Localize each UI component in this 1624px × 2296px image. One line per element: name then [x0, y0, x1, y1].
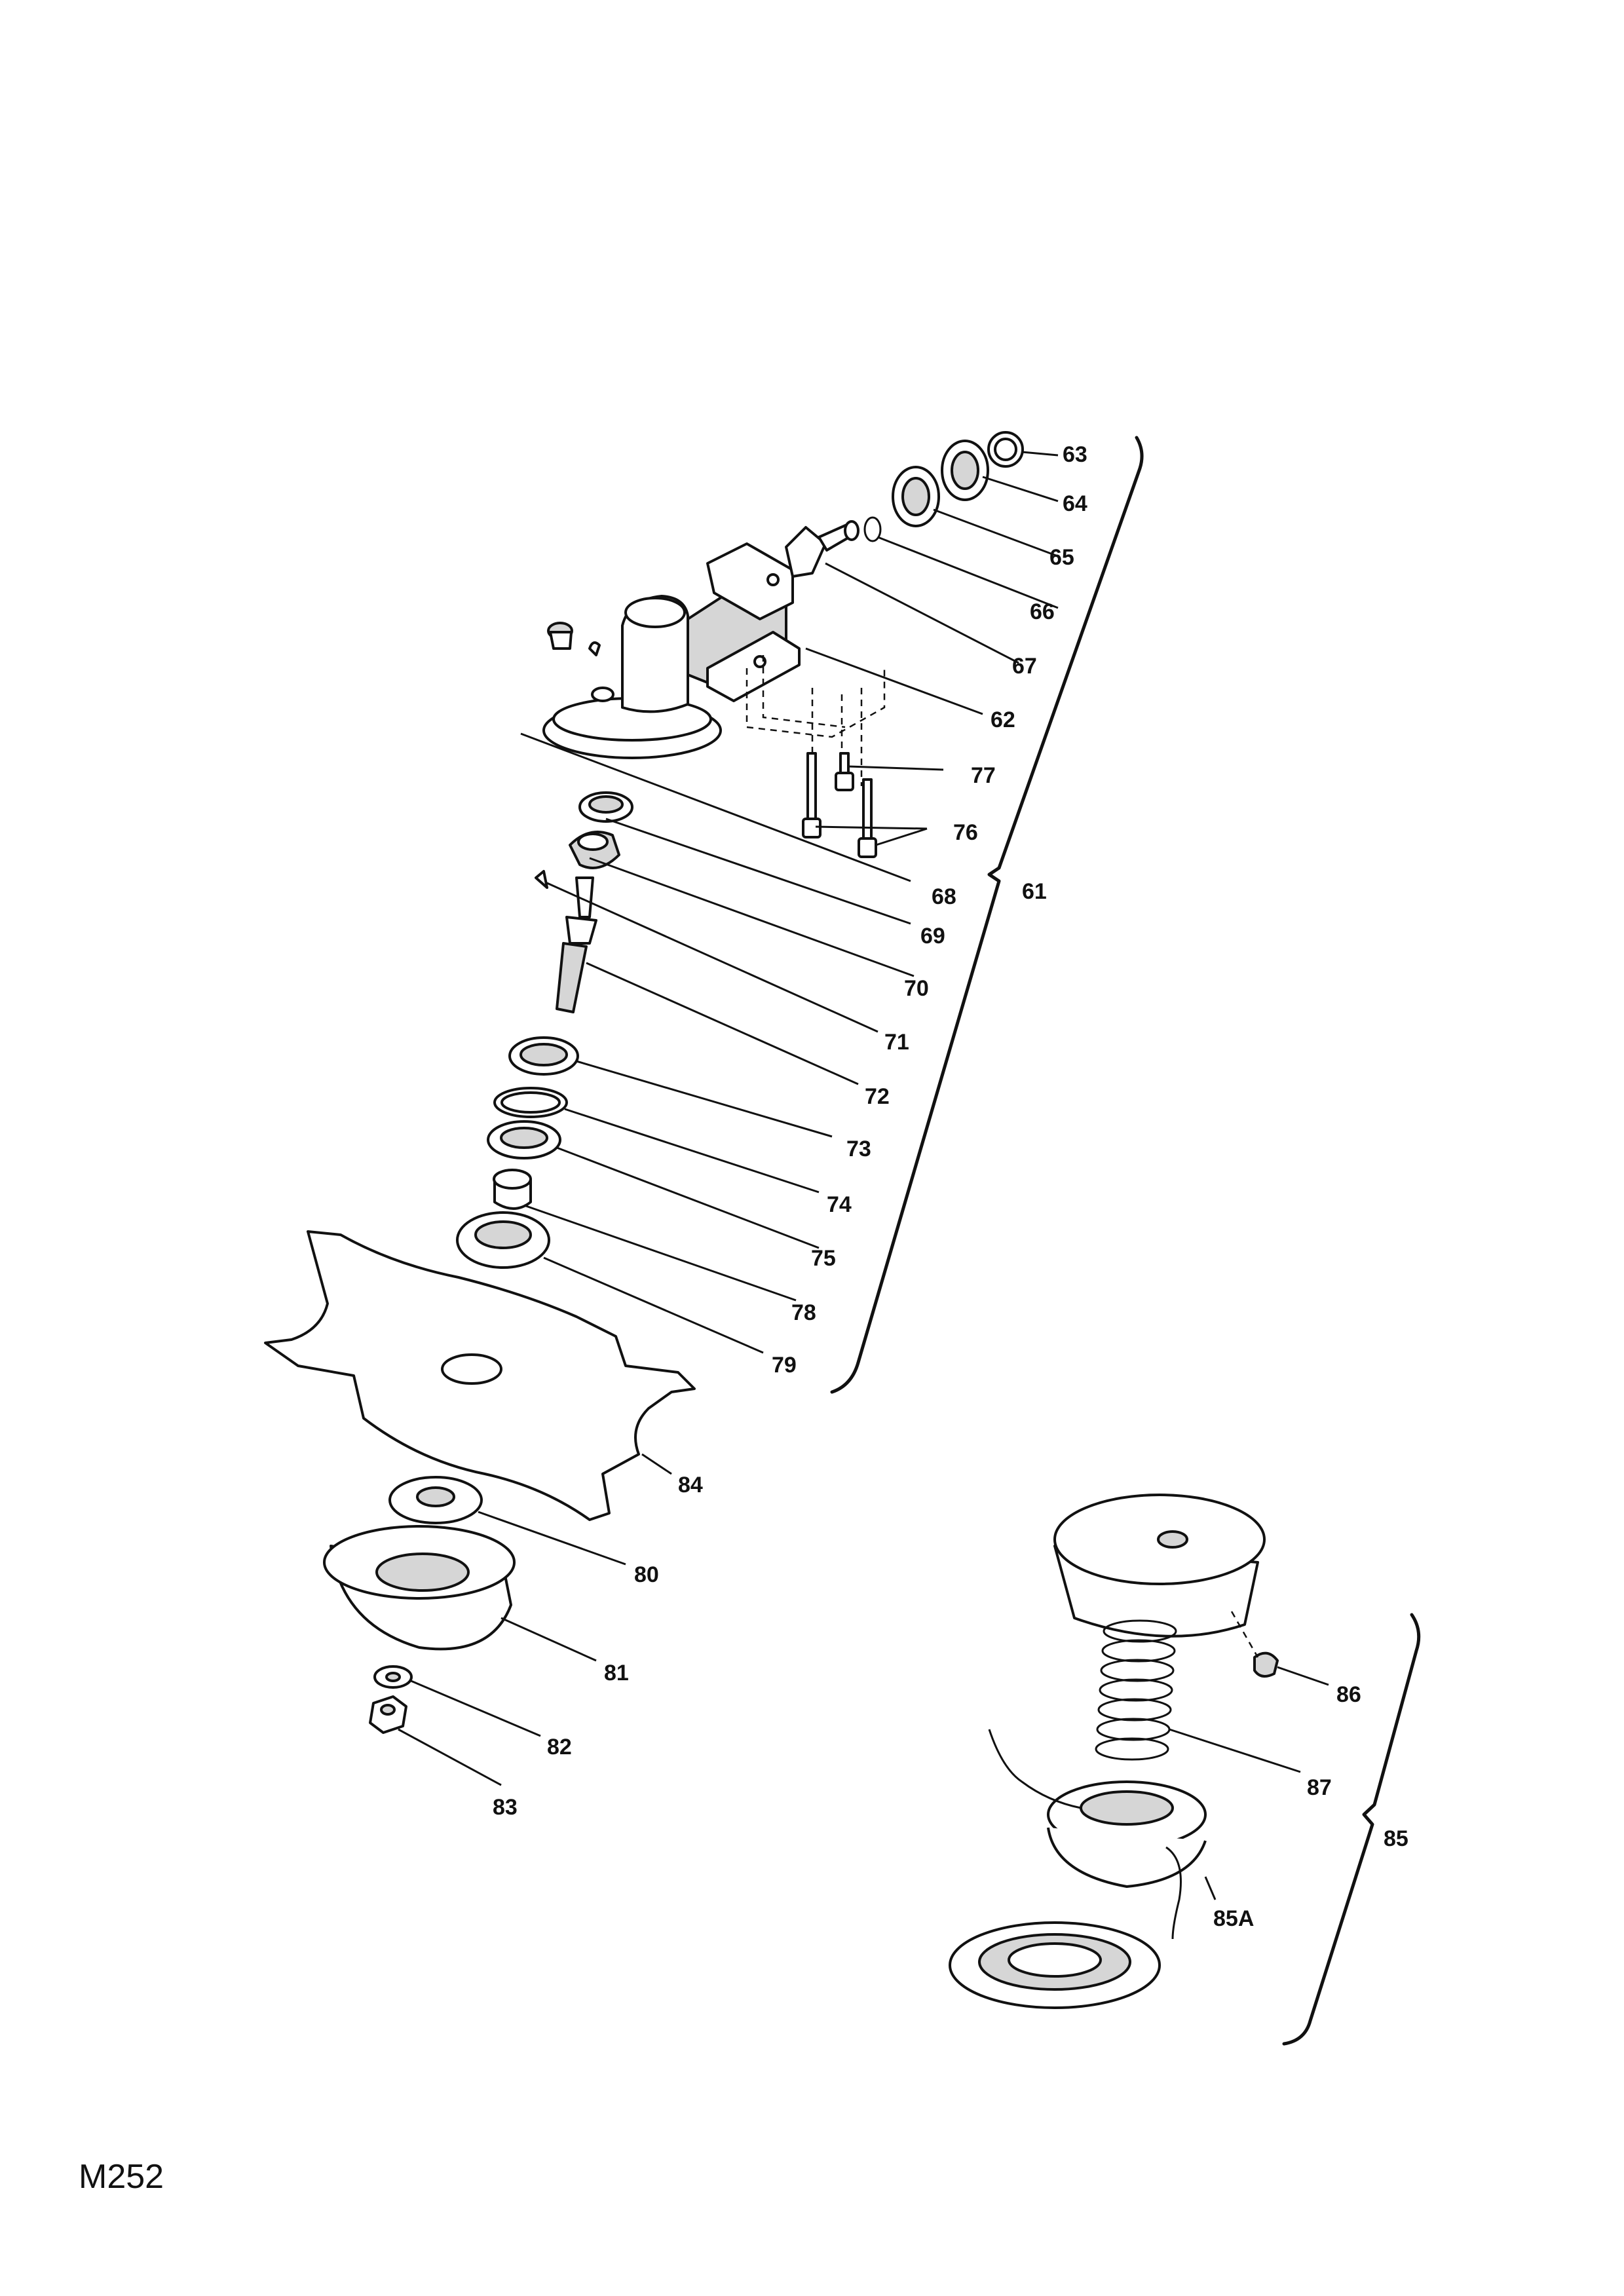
label-87: 87 [1307, 1775, 1332, 1800]
part-85A-spool [988, 1729, 1207, 1940]
label-63: 63 [1063, 442, 1087, 467]
label-84: 84 [678, 1473, 703, 1497]
label-76: 76 [953, 820, 978, 845]
part-73-seal [508, 1036, 579, 1076]
label-80: 80 [634, 1562, 659, 1587]
part-87-spring [1095, 1619, 1177, 1761]
part-81-cup [323, 1525, 516, 1651]
part-85-cover [1053, 1494, 1266, 1638]
part-78-bushing [493, 1169, 532, 1210]
bracket-61 [830, 436, 1144, 1394]
part-70-72-shaft [535, 870, 597, 1013]
leader-lines [398, 451, 1329, 1900]
label-81: 81 [604, 1661, 629, 1685]
label-66: 66 [1030, 599, 1055, 624]
part-83-nut [369, 1695, 407, 1734]
label-77: 77 [971, 763, 996, 788]
label-62: 62 [991, 707, 1015, 732]
part-64-bearing [941, 440, 989, 501]
part-82-washer [373, 1665, 413, 1689]
label-68: 68 [932, 884, 956, 909]
label-69: 69 [920, 924, 945, 949]
blade-hole [441, 1353, 502, 1385]
part-86-button [1253, 1651, 1279, 1678]
label-74: 74 [827, 1192, 852, 1217]
part-75-bearing [487, 1120, 561, 1159]
part-85-base [949, 1921, 1161, 2009]
part-65-bearing [892, 466, 940, 527]
label-65: 65 [1049, 545, 1074, 570]
label-86: 86 [1336, 1682, 1361, 1707]
part-80-flange [388, 1476, 483, 1524]
part-63-ring [987, 431, 1024, 468]
label-82: 82 [547, 1735, 572, 1760]
part-77-76-screws [802, 752, 877, 858]
label-67: 67 [1012, 654, 1037, 679]
label-70: 70 [904, 976, 929, 1001]
part-67-pinion [785, 520, 859, 578]
label-64: 64 [1063, 491, 1087, 516]
part-79-bearing [456, 1211, 550, 1269]
label-75: 75 [811, 1246, 836, 1271]
label-73: 73 [846, 1137, 871, 1161]
plug-screw [547, 622, 573, 650]
label-79: 79 [772, 1353, 797, 1378]
label-85A: 85A [1213, 1906, 1254, 1931]
gear-housing [542, 542, 886, 786]
bracket-85 [1282, 1613, 1421, 2046]
part-66-circlip [863, 516, 882, 542]
part-68-seal [578, 791, 633, 823]
label-61: 61 [1022, 879, 1047, 904]
label-72: 72 [865, 1084, 890, 1109]
part-69-bevel-gear [569, 831, 620, 869]
diagram-code: M252 [79, 2158, 164, 2196]
label-83: 83 [493, 1795, 518, 1820]
label-85: 85 [1384, 1826, 1408, 1851]
label-71: 71 [884, 1030, 909, 1055]
label-78: 78 [791, 1300, 816, 1325]
part-74-ring [493, 1087, 568, 1118]
